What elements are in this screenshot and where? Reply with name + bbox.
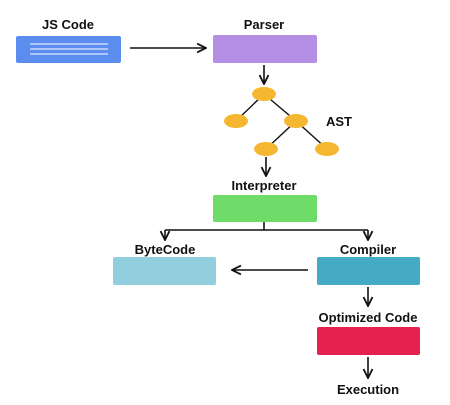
ast-edges — [235, 93, 328, 150]
arrow-interpreter-fork — [165, 222, 368, 240]
optimized-code-label: Optimized Code — [319, 310, 418, 325]
compiler-label: Compiler — [340, 242, 396, 257]
parser-box — [213, 35, 317, 63]
ast-left-node — [224, 114, 248, 128]
interpreter-label: Interpreter — [231, 178, 296, 193]
execution-label: Execution — [337, 382, 399, 397]
compiler-box — [317, 257, 420, 285]
ast-tree — [224, 87, 339, 156]
bytecode-box — [113, 257, 216, 285]
interpreter-box — [213, 195, 317, 222]
optimized-code-box — [317, 327, 420, 355]
ast-root-node — [252, 87, 276, 101]
ast-leaf-node-left — [254, 142, 278, 156]
ast-label: AST — [326, 114, 352, 129]
ast-leaf-node-right — [315, 142, 339, 156]
bytecode-label: ByteCode — [135, 242, 196, 257]
parser-label: Parser — [244, 17, 284, 32]
js-code-label: JS Code — [42, 17, 94, 32]
ast-right-node — [284, 114, 308, 128]
js-code-lines-icon — [30, 43, 108, 55]
